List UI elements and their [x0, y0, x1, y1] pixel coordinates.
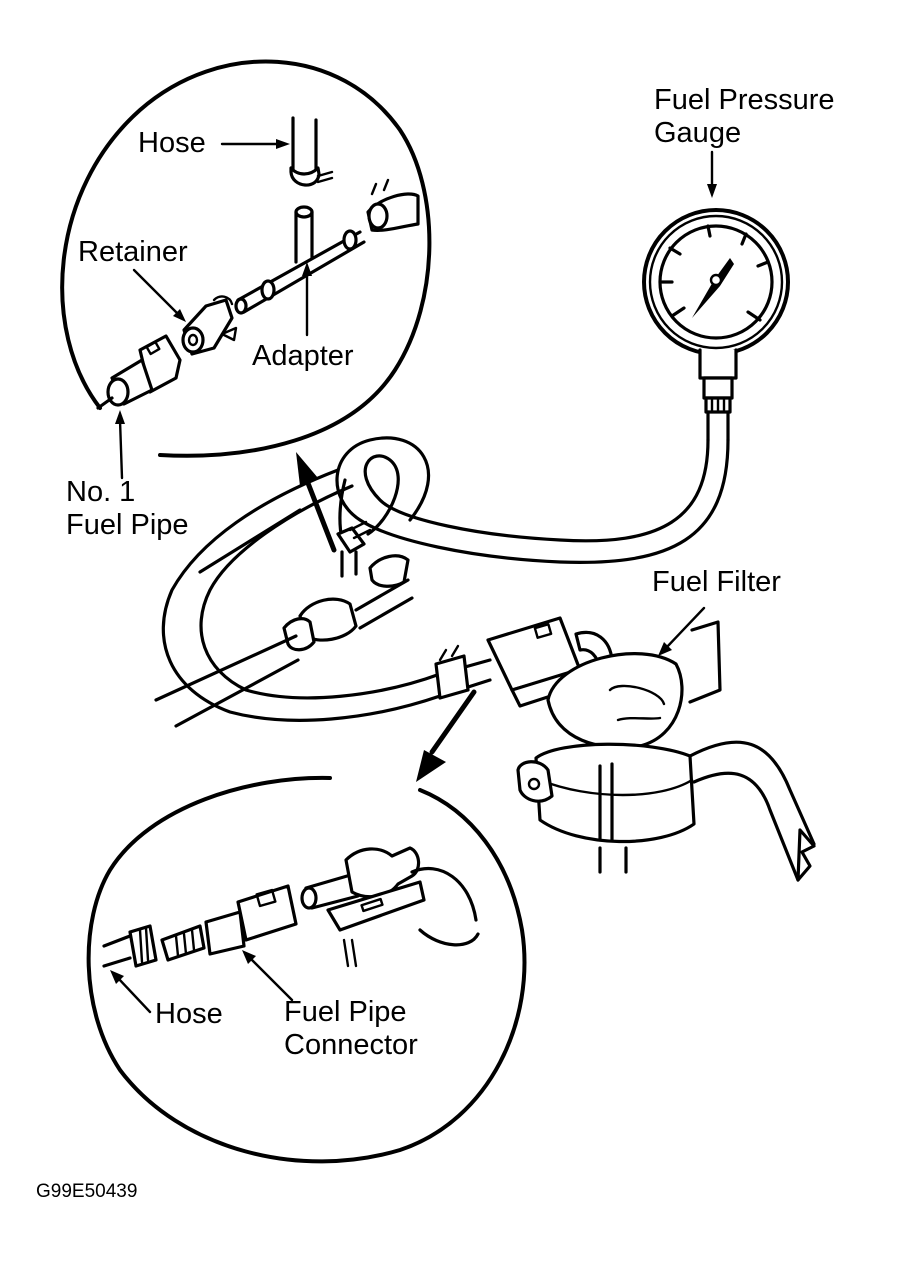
- fuel-pressure-gauge-label-line1: Fuel Pressure: [654, 84, 835, 116]
- main-fuel-pipe-drawing: [154, 508, 414, 728]
- figure-code: G99E50439: [36, 1181, 138, 1202]
- lower-hose-label: Hose: [155, 998, 223, 1030]
- fuel-filter-drawing: [486, 616, 816, 882]
- fuel-filter-arrow: [658, 606, 706, 656]
- filter-hose-drawing: [161, 468, 492, 722]
- fuel-pipe-connector-label-line2: Connector: [284, 1029, 418, 1061]
- lower-connector-drawing: [102, 846, 480, 968]
- upper-hose-arrow: [220, 139, 290, 149]
- gauge-hose-drawing: [335, 436, 730, 564]
- fuel-pipe-connector-arrow: [242, 950, 294, 1002]
- upper-hose-label: Hose: [138, 127, 206, 159]
- no1-fuel-pipe-label-line2: Fuel Pipe: [66, 509, 189, 541]
- fuel-pipe-connector-label-line1: Fuel Pipe: [284, 996, 407, 1028]
- no1-fuel-pipe-drawing: [96, 334, 182, 410]
- fuel-pressure-gauge-label-line2: Gauge: [654, 117, 742, 149]
- no1-fuel-pipe-label-line1: No. 1: [66, 476, 136, 508]
- gauge-arrow: [707, 150, 717, 198]
- upper-detail-arrow: [296, 452, 337, 553]
- adapter-drawing: [234, 178, 420, 315]
- lower-detail-circle: [86, 775, 527, 1164]
- no1-fuel-pipe-arrow: [115, 410, 125, 480]
- lower-hose-arrow: [110, 970, 152, 1014]
- fuel-pressure-gauge-drawing: [642, 208, 790, 442]
- upper-hose-drawing: [289, 116, 334, 187]
- retainer-arrow: [132, 268, 186, 322]
- adapter-label: Adapter: [252, 340, 354, 372]
- no1-fuel-pipe-label: No. 1 Fuel Pipe: [66, 476, 189, 542]
- fuel-pressure-gauge-label: Fuel Pressure Gauge: [654, 84, 835, 150]
- tee-assembly-drawing: [282, 520, 410, 652]
- fuel-pipe-connector-label: Fuel Pipe Connector: [284, 996, 418, 1062]
- retainer-drawing: [181, 295, 238, 356]
- adapter-arrow: [302, 262, 312, 337]
- upper-detail-circle: [60, 59, 432, 458]
- fuel-filter-label: Fuel Filter: [652, 566, 781, 598]
- lower-detail-arrow: [416, 689, 477, 782]
- retainer-label: Retainer: [78, 236, 188, 268]
